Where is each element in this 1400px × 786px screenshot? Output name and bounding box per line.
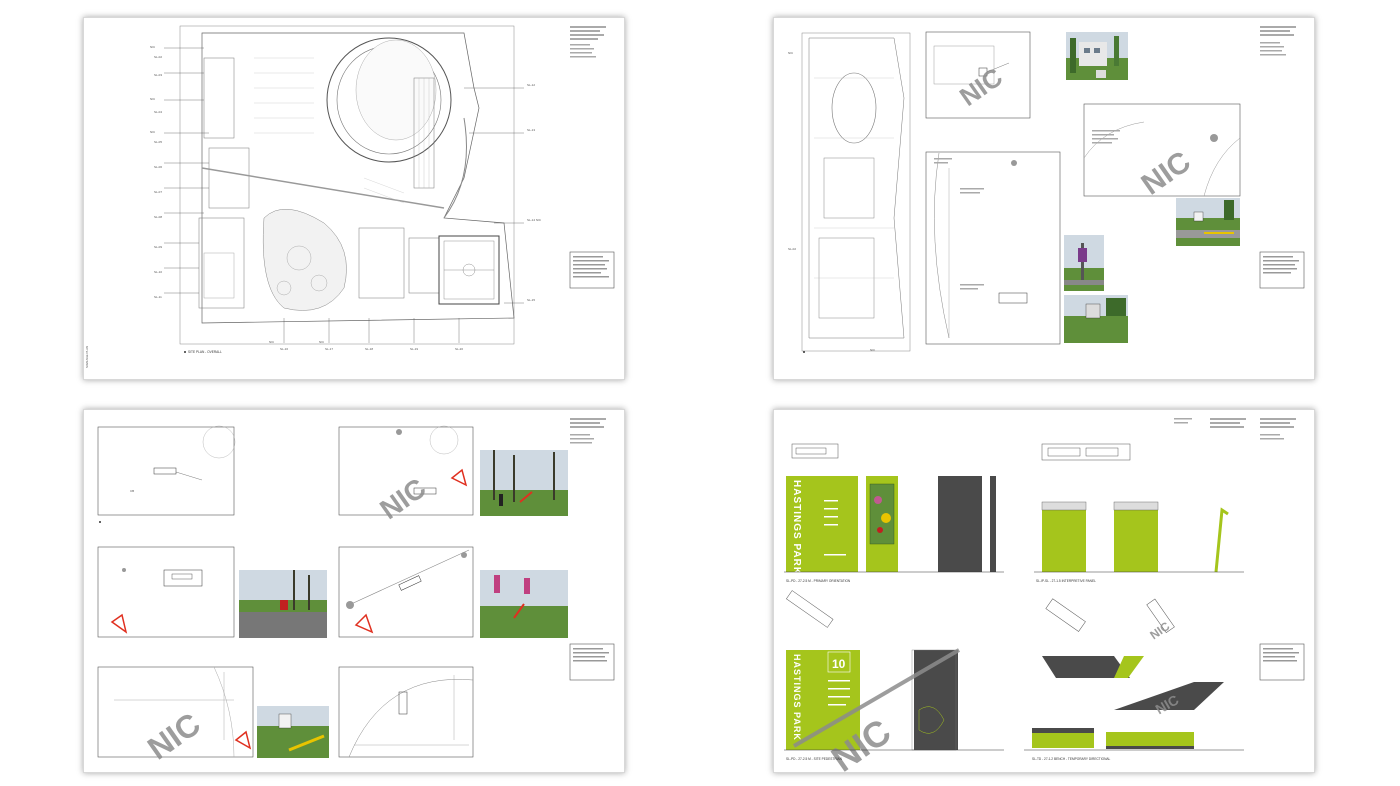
svg-text:SL-19: SL-19 [410,347,418,351]
sign-panel-interpretive-2 [1114,508,1158,572]
sheet-sign-elevations: HASTINGS PARK SL-PD - 27-2.5 M - PRIMARY… [773,409,1315,773]
svg-text:CB: CB [130,489,134,493]
svg-text:SIGNAGE PLAN: SIGNAGE PLAN [85,346,89,368]
svg-text:SL-14 NIC: SL-14 NIC [527,218,542,222]
photo-street-pole [1064,235,1104,291]
watermark-nic: NIC [954,62,1008,112]
svg-text:SL-10: SL-10 [154,270,162,274]
svg-text:NIC: NIC [150,130,156,134]
photo-sign-walkway [1176,198,1240,246]
svg-text:NIC: NIC [269,340,275,344]
svg-text:NIC: NIC [150,45,156,49]
svg-text:SL-03: SL-03 [154,73,162,77]
photo-sign-walkway-2 [257,706,329,758]
signage-locations-drawing: CB NIC [97,418,615,767]
svg-text:SL-PD - 27-2.5 M - PRIMARY ORI: SL-PD - 27-2.5 M - PRIMARY ORIENTATION [786,579,851,583]
svg-text:NIC: NIC [150,97,156,101]
panel-temp-directional-1 [1042,656,1130,678]
svg-text:SL-09: SL-09 [154,245,162,249]
svg-text:SL-12: SL-12 [527,83,535,87]
svg-text:SL-PD - 27-2.5 M - SITE PEDEST: SL-PD - 27-2.5 M - SITE PEDESTRIAN [786,757,843,761]
svg-text:SL-IP-SL - 27-1.5 INTERPRETIVE: SL-IP-SL - 27-1.5 INTERPRETIVE PANEL [1036,579,1096,583]
sheet1-caption: SITE PLAN - OVERALL [188,350,222,354]
sign-panel-interpretive-1 [1042,508,1086,572]
svg-text:SL-11: SL-11 [154,295,162,299]
svg-text:NIC: NIC [141,706,207,767]
svg-text:SL-20: SL-20 [455,347,463,351]
sheet-signage-location-plans: CB NIC [83,409,625,773]
photo-park-banners [480,570,568,638]
svg-text:HASTINGS PARK: HASTINGS PARK [792,654,802,741]
svg-text:SL-18: SL-18 [365,347,373,351]
svg-text:SL-16: SL-16 [280,347,288,351]
svg-text:SL-13: SL-13 [527,128,535,132]
svg-text:SL-06: SL-06 [154,165,162,169]
svg-text:SL-05: SL-05 [154,140,162,144]
svg-text:NIC: NIC [1147,619,1172,643]
photo-entrance-sign [1064,295,1128,343]
svg-text:SL-07: SL-07 [154,190,162,194]
svg-text:NIC: NIC [788,51,794,55]
photo-street-2 [239,570,327,638]
sign-number: 10 [832,657,846,671]
svg-text:SL-04: SL-04 [154,110,162,114]
svg-text:SL-15: SL-15 [527,298,535,302]
park-name-vertical: HASTINGS PARK [791,480,802,575]
svg-text:NIC: NIC [374,472,431,525]
svg-text:NIC: NIC [870,348,876,352]
svg-text:NIC: NIC [319,340,325,344]
svg-text:SL-08: SL-08 [154,215,162,219]
svg-text:SL-17: SL-17 [325,347,333,351]
sign-panel-back [938,476,982,572]
photo-trees-1 [480,450,568,516]
photo-building [1066,32,1128,80]
sign-elevations-drawing: HASTINGS PARK SL-PD - 27-2.5 M - PRIMARY… [784,418,1305,772]
panel-temp-directional-2 [1114,682,1224,710]
svg-text:SL-02: SL-02 [154,55,162,59]
svg-text:SL-TD - 27-1.2 BENCH - TEMPORA: SL-TD - 27-1.2 BENCH - TEMPORARY DIRECTI… [1032,757,1111,761]
red-marker [450,468,468,487]
svg-text:SL-02: SL-02 [788,247,796,251]
svg-text:NIC: NIC [1136,145,1197,202]
